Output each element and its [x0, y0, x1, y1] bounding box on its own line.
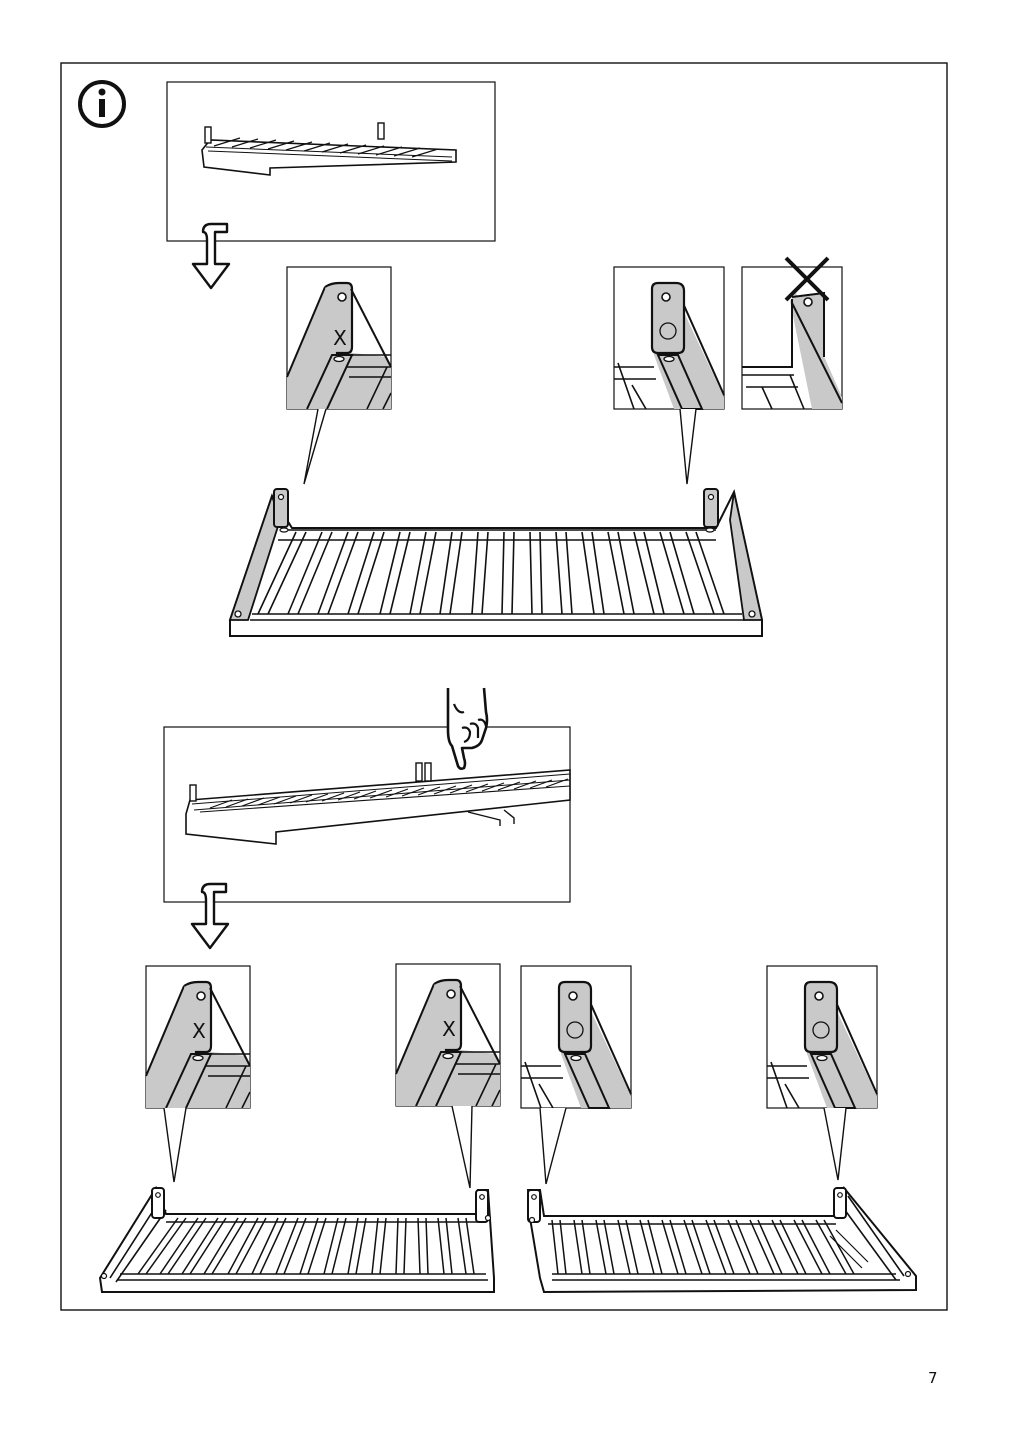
detail-bracket-not-allowed — [741, 266, 843, 410]
callout-pointer-2 — [679, 408, 697, 485]
wrong-mark: X — [333, 326, 347, 350]
callout-pointer-6 — [823, 1107, 847, 1181]
pointing-hand-icon — [446, 687, 489, 770]
overview-joined-shelves — [163, 726, 571, 903]
page-frame — [60, 62, 948, 1311]
wrong-mark-3: X — [442, 1017, 456, 1041]
callout-pointer-4 — [451, 1105, 473, 1189]
callout-pointer-5 — [539, 1107, 567, 1185]
page-number: 7 — [928, 1369, 938, 1387]
callout-pointer-3 — [163, 1107, 187, 1183]
detail-bracket-wrong-a: X — [144, 964, 252, 1110]
wrong-mark-2: X — [192, 1019, 206, 1043]
overview-single-shelf — [166, 81, 496, 242]
shelf-left — [98, 1185, 495, 1293]
detail-bracket-correct-right — [612, 265, 726, 411]
shelf-right — [526, 1185, 917, 1294]
detail-bracket-wrong-left: X — [285, 265, 393, 411]
callout-pointer-1 — [303, 408, 327, 485]
info-icon — [78, 80, 126, 128]
shelf-single-large — [228, 488, 764, 637]
detail-bracket-correct-a — [519, 964, 633, 1110]
detail-bracket-correct-b — [765, 964, 879, 1110]
detail-bracket-wrong-b: X — [394, 962, 502, 1108]
x-mark-icon — [784, 256, 830, 302]
